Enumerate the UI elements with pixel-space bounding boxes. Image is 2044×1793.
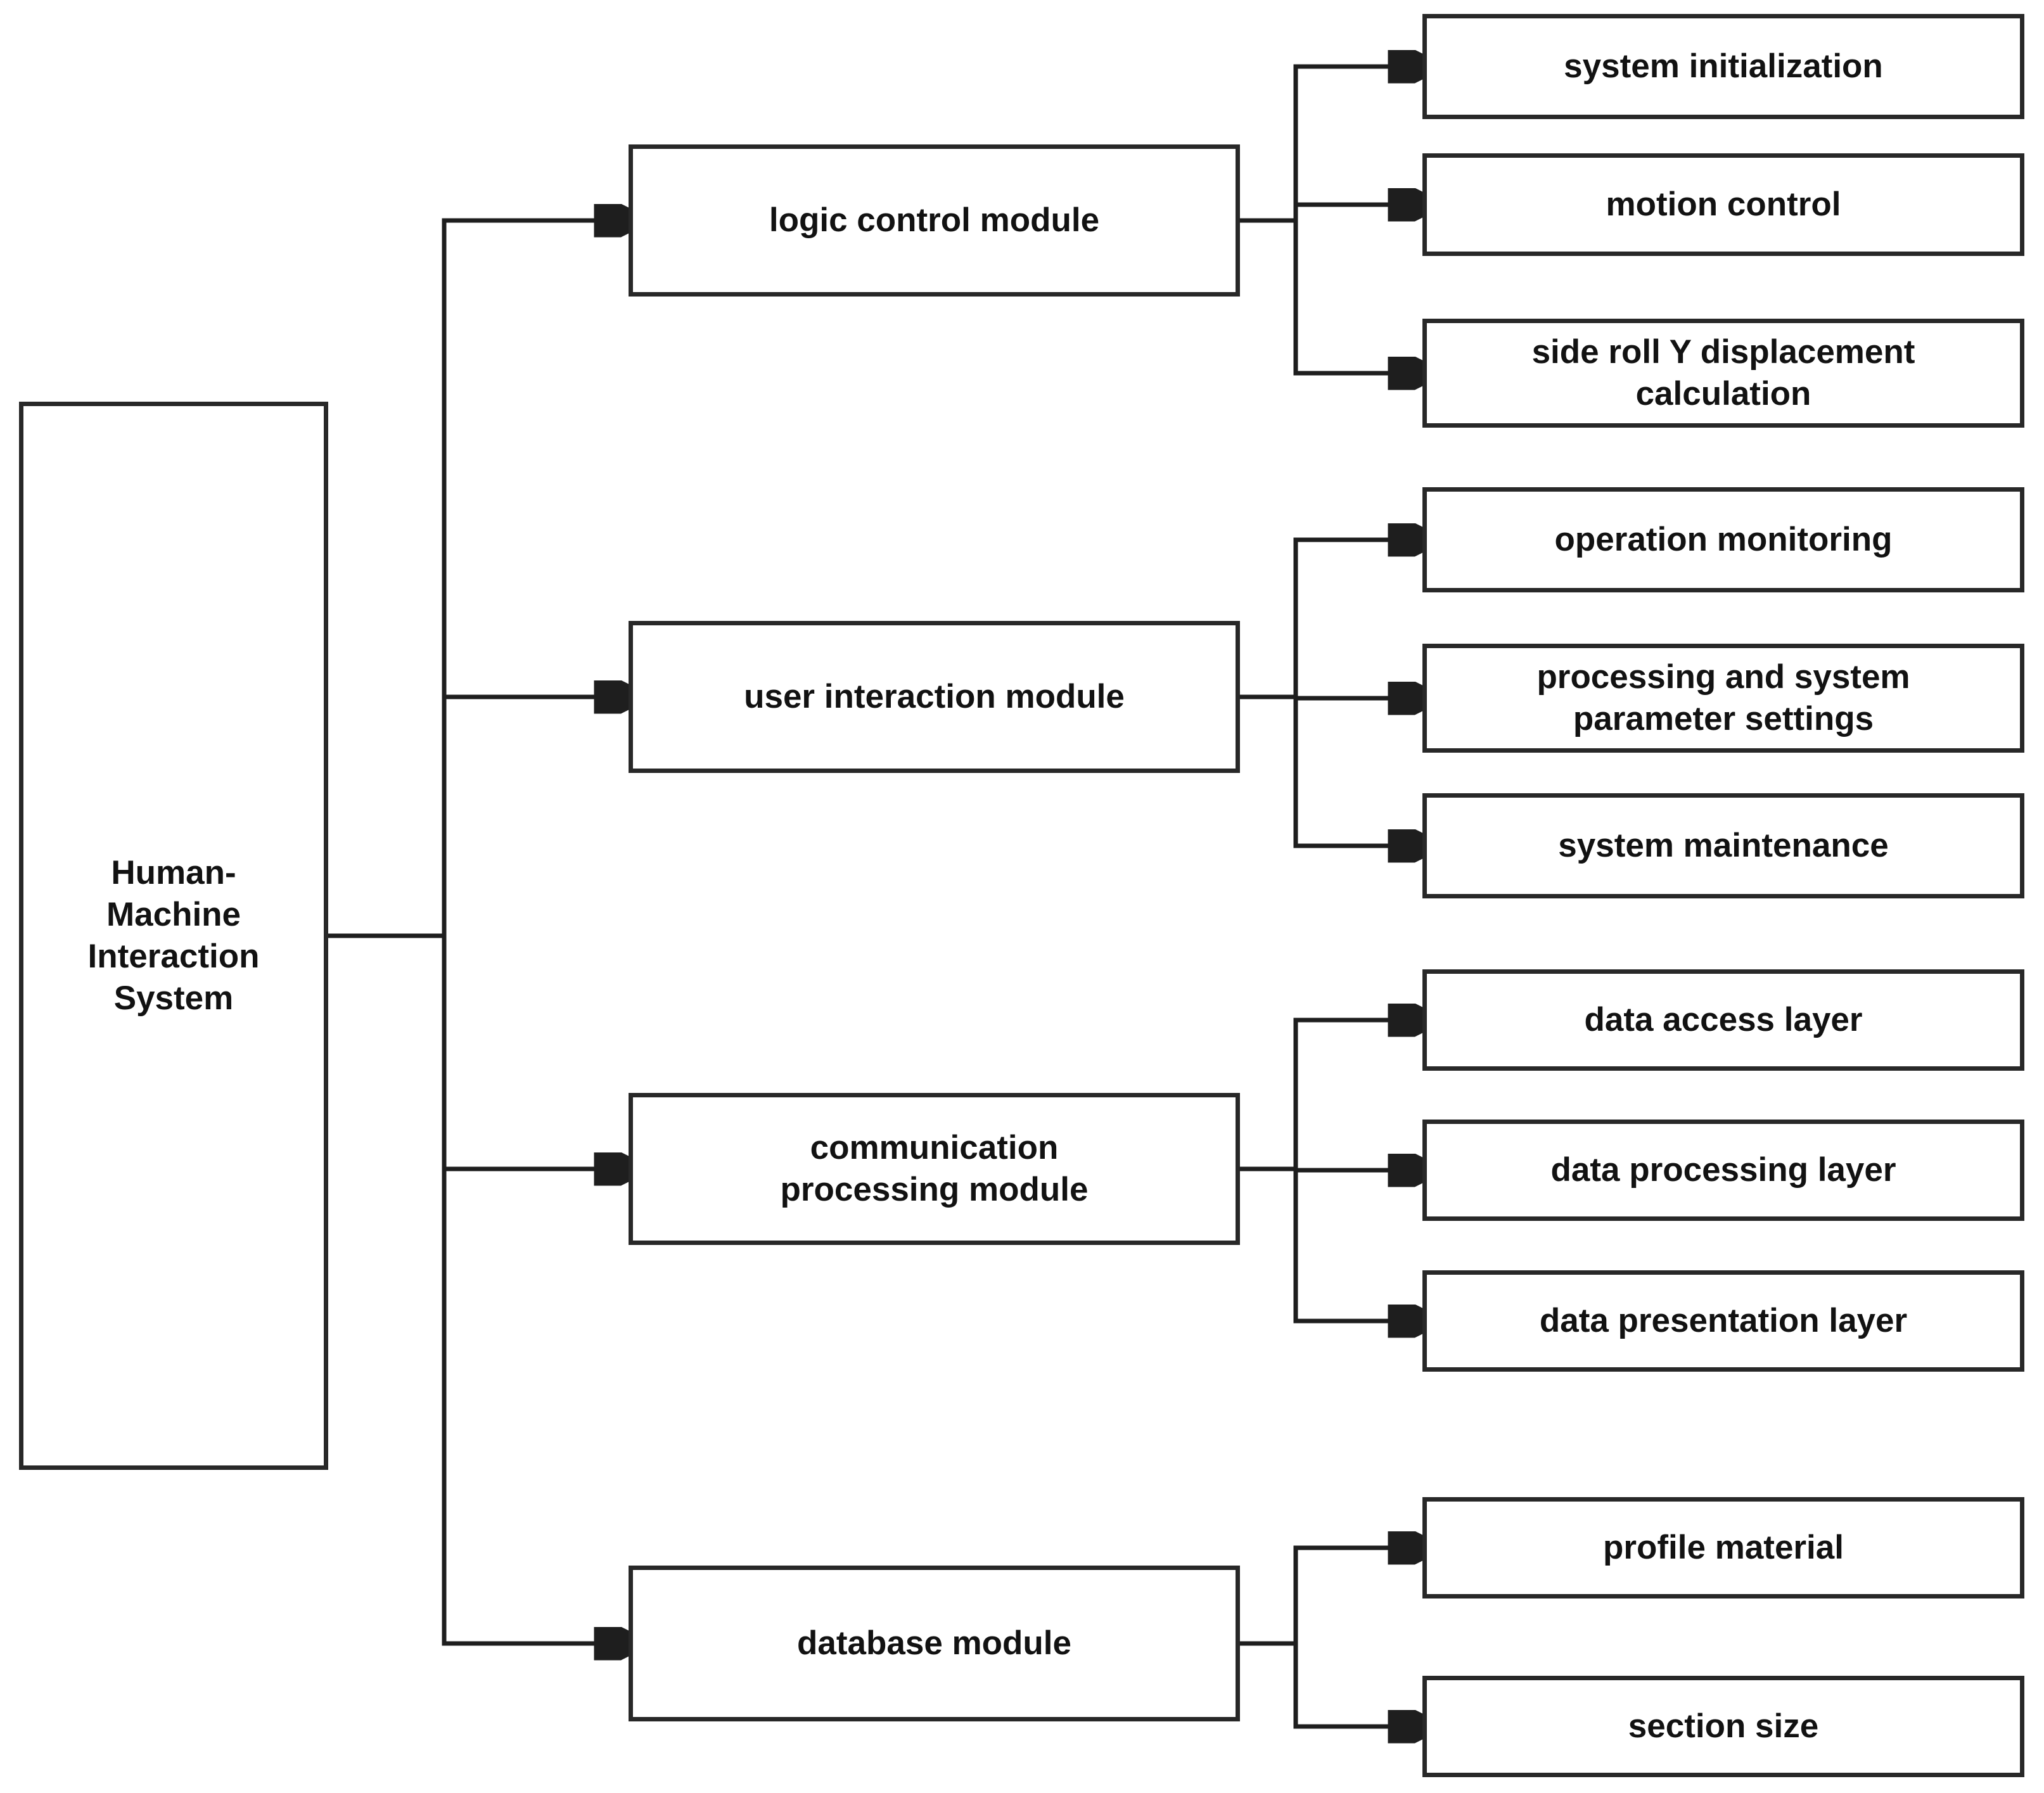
- node-section-size: section size: [1422, 1676, 2024, 1777]
- node-communication-processing-module: communication processing module: [629, 1093, 1240, 1245]
- node-system-initialization: system initialization: [1422, 14, 2024, 119]
- node-human-machine-interaction-system: Human- Machine Interaction System: [19, 402, 328, 1470]
- node-operation-monitoring: operation monitoring: [1422, 487, 2024, 592]
- node-user-interaction-module: user interaction module: [629, 621, 1240, 773]
- node-side-roll-y-displacement-calculation: side roll Y displacement calculation: [1422, 319, 2024, 428]
- node-data-processing-layer: data processing layer: [1422, 1120, 2024, 1221]
- node-data-access-layer: data access layer: [1422, 969, 2024, 1071]
- node-logic-control-module: logic control module: [629, 144, 1240, 297]
- node-motion-control: motion control: [1422, 153, 2024, 256]
- node-processing-and-system-parameter-settings: processing and system parameter settings: [1422, 644, 2024, 753]
- node-profile-material: profile material: [1422, 1497, 2024, 1598]
- node-system-maintenance: system maintenance: [1422, 793, 2024, 898]
- node-database-module: database module: [629, 1566, 1240, 1721]
- node-data-presentation-layer: data presentation layer: [1422, 1270, 2024, 1372]
